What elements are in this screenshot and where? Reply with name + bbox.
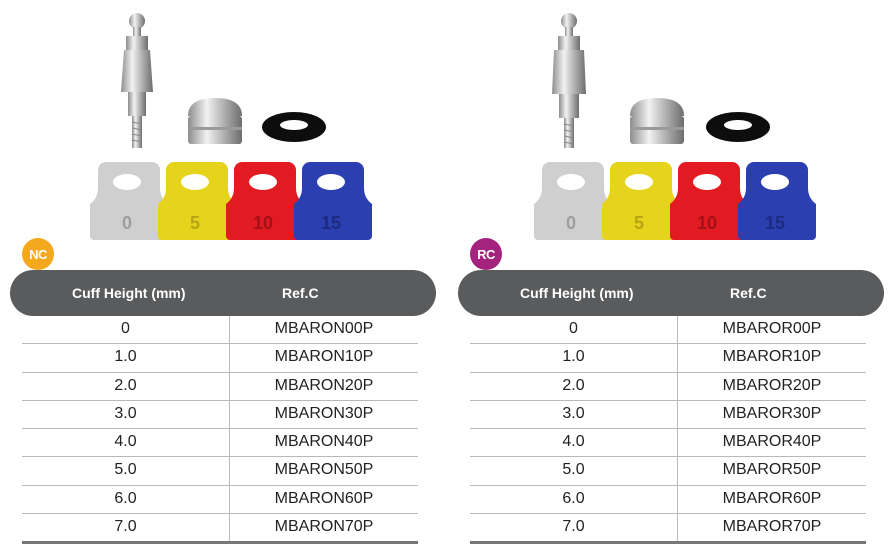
table-row: 7.0 MBARON70P	[22, 514, 418, 545]
nc-tag-5-label: 5	[190, 213, 200, 233]
table-row: 3.0 MBAROR30P	[470, 400, 866, 430]
rc-tag-10-label: 10	[697, 213, 717, 233]
ref-cell: MBARON10P	[274, 348, 374, 366]
cuff-height-cell: 3.0	[114, 404, 137, 422]
ref-cell: MBARON60P	[274, 489, 374, 507]
table-row: 6.0 MBAROR60P	[470, 485, 866, 515]
metal-cap-icon	[630, 98, 684, 144]
cuff-height-cell: 4.0	[562, 433, 585, 451]
nc-header-cuff-height: Cuff Height (mm)	[72, 285, 186, 301]
nc-tag-15-icon: 15	[294, 162, 372, 240]
rc-header-ref: Ref.C	[730, 285, 767, 301]
cuff-height-cell: 1.0	[114, 348, 137, 366]
nc-product-illustration: 0 5 10 15	[90, 13, 372, 240]
cuff-height-cell: 4.0	[114, 433, 137, 451]
rc-tag-5-icon: 5	[602, 162, 680, 240]
abutment-icon	[121, 13, 153, 148]
ref-cell: MBARON30P	[274, 404, 374, 422]
table-row: 5.0 MBAROR50P	[470, 457, 866, 486]
rc-tag-5-label: 5	[634, 213, 644, 233]
nc-tag-10-label: 10	[253, 213, 273, 233]
ref-cell: MBARON00P	[274, 320, 374, 337]
ref-cell: MBAROR30P	[722, 404, 822, 422]
nc-header-ref: Ref.C	[282, 285, 319, 301]
rc-tag-0-label: 0	[566, 213, 576, 233]
rc-header-cuff-height: Cuff Height (mm)	[520, 285, 634, 301]
ref-cell: MBARON20P	[274, 376, 374, 394]
nc-table-body: 0 MBARON00P 1.0 MBARON10P 2.0 MBARON20P 3.0…	[22, 316, 418, 545]
table-row: 6.0 MBARON60P	[22, 485, 418, 515]
cuff-height-cell: 6.0	[562, 489, 585, 507]
rc-tag-15-icon: 15	[738, 162, 816, 240]
table-row: 3.0 MBARON30P	[22, 400, 418, 430]
cuff-height-cell: 2.0	[114, 376, 137, 394]
abutment-icon	[552, 13, 586, 148]
cuff-height-cell: 5.0	[114, 461, 137, 479]
o-ring-icon	[706, 112, 770, 142]
cuff-height-cell: 0	[569, 320, 578, 337]
cuff-height-cell: 7.0	[562, 518, 585, 536]
ref-cell: MBARON70P	[274, 518, 374, 536]
table-row: 1.0 MBAROR10P	[470, 344, 866, 373]
cuff-height-cell: 2.0	[562, 376, 585, 394]
rc-table-body: 0 MBAROR00P 1.0 MBAROR10P 2.0 MBAROR20P 3.0…	[470, 316, 866, 545]
nc-badge-label: NC	[29, 246, 47, 262]
ref-cell: MBAROR00P	[722, 320, 822, 337]
cuff-height-cell: 1.0	[562, 348, 585, 366]
rc-badge: RC	[470, 238, 502, 270]
cuff-height-cell: 7.0	[114, 518, 137, 536]
ref-cell: MBARON40P	[274, 433, 374, 451]
nc-table-header: Cuff Height (mm) Ref.C	[10, 270, 436, 316]
nc-tag-15-label: 15	[321, 213, 341, 233]
nc-badge: NC	[22, 238, 54, 270]
table-row: 4.0 MBARON40P	[22, 429, 418, 458]
table-row: 2.0 MBARON20P	[22, 372, 418, 401]
cuff-height-cell: 0	[121, 320, 130, 337]
table-row: 4.0 MBAROR40P	[470, 429, 866, 458]
nc-tag-0-label: 0	[122, 213, 132, 233]
rc-tag-0-icon: 0	[534, 162, 612, 240]
nc-tag-0-icon: 0	[90, 162, 168, 240]
cuff-height-cell: 5.0	[562, 461, 585, 479]
nc-tag-10-icon: 10	[226, 162, 304, 240]
cuff-height-cell: 3.0	[562, 404, 585, 422]
ref-cell: MBAROR10P	[722, 348, 822, 366]
nc-tag-5-icon: 5	[158, 162, 236, 240]
cuff-height-cell: 6.0	[114, 489, 137, 507]
table-row: 2.0 MBAROR20P	[470, 372, 866, 401]
table-row: 0 MBAROR00P	[470, 316, 866, 345]
table-row: 5.0 MBARON50P	[22, 457, 418, 486]
metal-cap-icon	[188, 98, 242, 144]
ref-cell: MBAROR70P	[722, 518, 822, 536]
table-row: 7.0 MBAROR70P	[470, 514, 866, 545]
rc-tag-10-icon: 10	[670, 162, 748, 240]
rc-badge-label: RC	[477, 246, 495, 262]
table-row: 1.0 MBARON10P	[22, 344, 418, 373]
ref-cell: MBAROR50P	[722, 461, 822, 479]
rc-tag-15-label: 15	[765, 213, 785, 233]
ref-cell: MBAROR20P	[722, 376, 822, 394]
rc-product-illustration: 0 5 10 15	[534, 13, 816, 240]
ref-cell: MBAROR40P	[722, 433, 822, 451]
o-ring-icon	[262, 112, 326, 142]
rc-table-header: Cuff Height (mm) Ref.C	[458, 270, 884, 316]
table-row: 0 MBARON00P	[22, 316, 418, 345]
ref-cell: MBAROR60P	[722, 489, 822, 507]
ref-cell: MBARON50P	[274, 461, 374, 479]
